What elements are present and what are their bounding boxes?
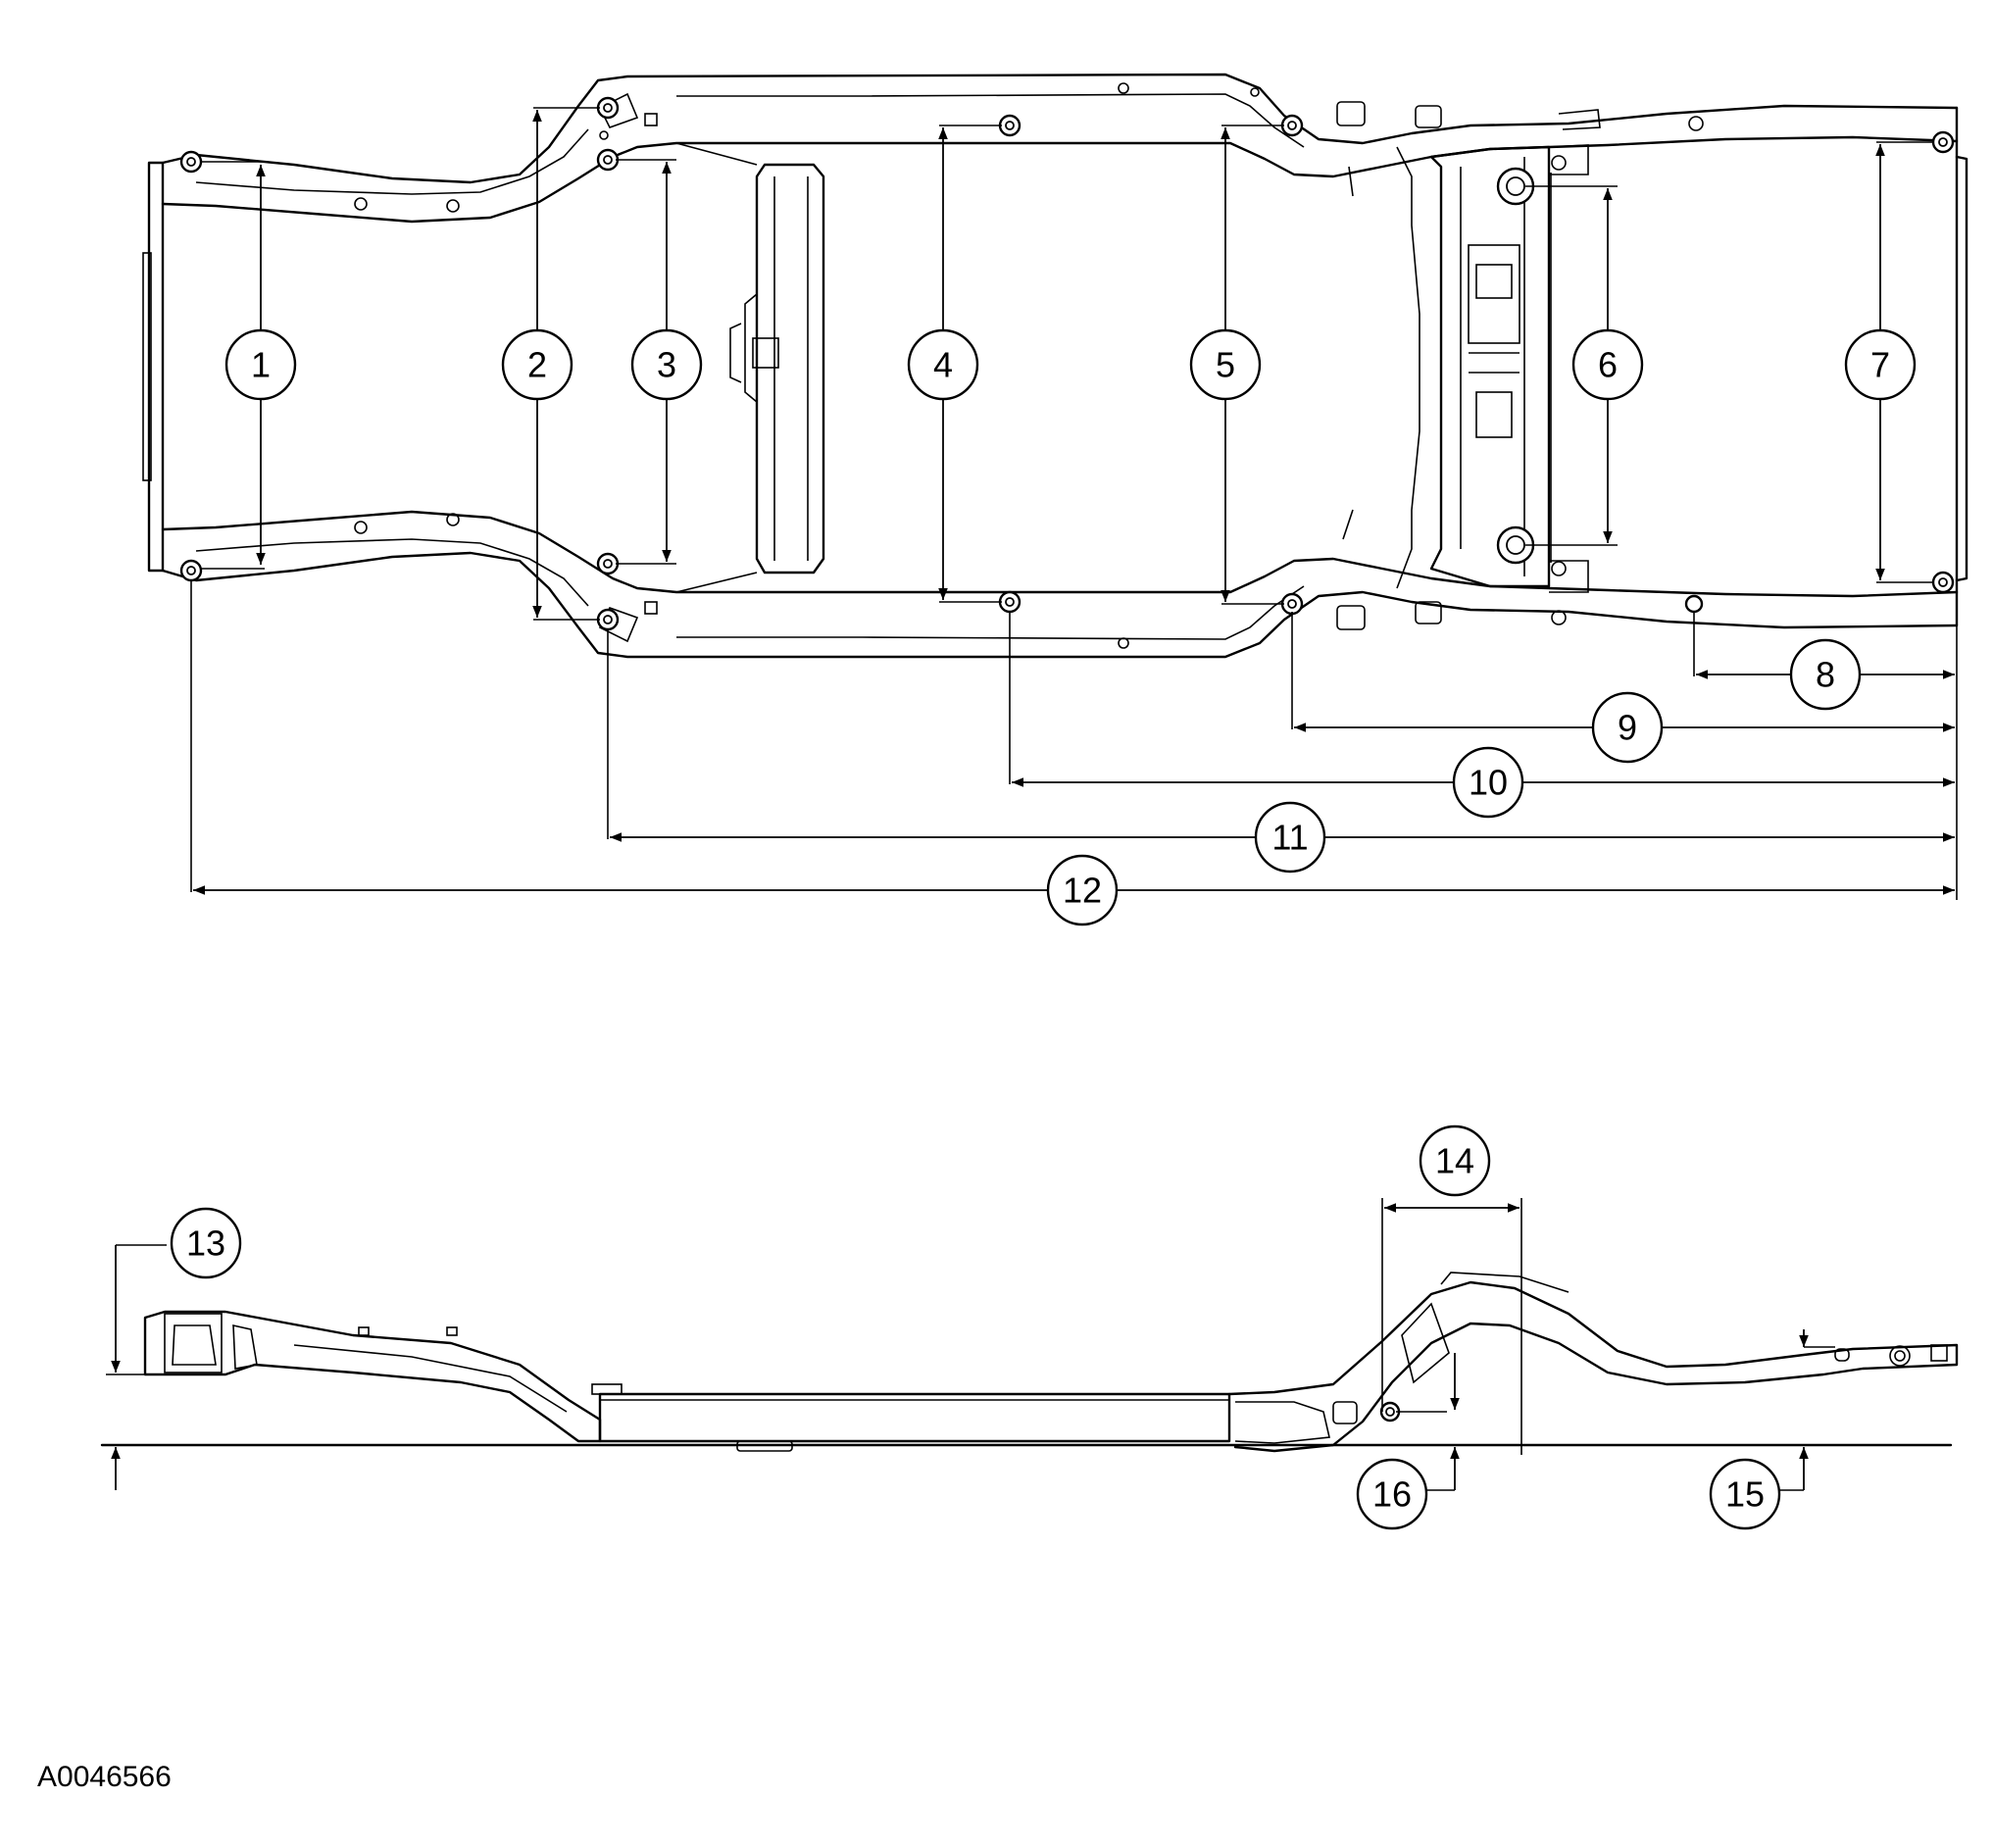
callout-10-label: 10 bbox=[1469, 763, 1508, 803]
callout-14: 14 bbox=[1419, 1124, 1491, 1197]
front-bumper-plate bbox=[147, 161, 165, 573]
callout-3: 3 bbox=[630, 328, 703, 401]
callout-15: 15 bbox=[1709, 1458, 1781, 1530]
callout-11: 11 bbox=[1254, 801, 1326, 874]
rear-crossmember bbox=[1429, 145, 1551, 588]
callout-1: 1 bbox=[224, 328, 297, 401]
callout-6-label: 6 bbox=[1598, 345, 1618, 385]
figure-code: A0046566 bbox=[37, 1761, 172, 1793]
callout-8: 8 bbox=[1789, 638, 1862, 711]
callout-16: 16 bbox=[1356, 1458, 1428, 1530]
callout-13-label: 13 bbox=[186, 1224, 225, 1264]
side-front-section bbox=[143, 1310, 602, 1443]
callout-16-label: 16 bbox=[1372, 1474, 1412, 1515]
front-crossmember bbox=[755, 163, 825, 574]
side-middle-section bbox=[598, 1392, 1231, 1443]
callout-5: 5 bbox=[1189, 328, 1262, 401]
length-dimensions bbox=[190, 569, 1958, 900]
callout-8-label: 8 bbox=[1816, 655, 1835, 695]
frame-top-view bbox=[142, 73, 1968, 900]
frame-rail-lower bbox=[161, 551, 1959, 659]
frame-side-view bbox=[100, 1198, 1959, 1491]
callout-1-label: 1 bbox=[251, 345, 271, 385]
callout-10: 10 bbox=[1452, 746, 1524, 819]
callout-11-label: 11 bbox=[1271, 818, 1308, 858]
side-rear-section bbox=[1227, 1280, 1959, 1453]
callout-12-label: 12 bbox=[1063, 871, 1102, 911]
callout-7-label: 7 bbox=[1870, 345, 1890, 385]
callout-4-label: 4 bbox=[933, 345, 953, 385]
frame-rail-upper bbox=[161, 73, 1959, 184]
callout-2: 2 bbox=[501, 328, 573, 401]
callout-13: 13 bbox=[170, 1207, 242, 1279]
callout-5-label: 5 bbox=[1216, 345, 1235, 385]
callout-7: 7 bbox=[1844, 328, 1917, 401]
callout-4: 4 bbox=[907, 328, 979, 401]
callout-3-label: 3 bbox=[657, 345, 676, 385]
callout-9: 9 bbox=[1591, 691, 1664, 764]
callout-2-label: 2 bbox=[527, 345, 547, 385]
mount-points bbox=[179, 96, 1955, 631]
width-dimensions bbox=[201, 107, 1933, 621]
callout-9-label: 9 bbox=[1618, 708, 1637, 748]
callout-14-label: 14 bbox=[1435, 1141, 1474, 1181]
callout-15-label: 15 bbox=[1725, 1474, 1765, 1515]
callout-6: 6 bbox=[1571, 328, 1644, 401]
callout-12: 12 bbox=[1046, 854, 1119, 926]
